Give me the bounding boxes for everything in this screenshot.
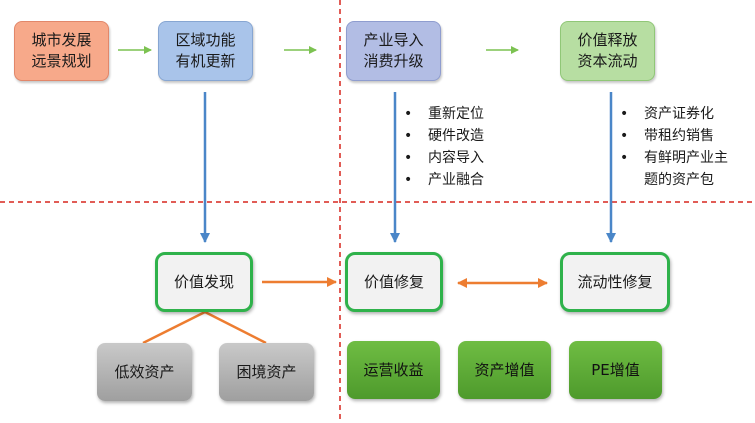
node-pe-appreciation: PE增值 bbox=[569, 341, 662, 399]
bullet-list-repair: 重新定位 硬件改造 内容导入 产业融合 bbox=[402, 103, 532, 191]
node-asset-appreciation: 资产增值 bbox=[458, 341, 551, 399]
node-industry-consumption-upgrade: 产业导入 消费升级 bbox=[346, 21, 441, 81]
bullet-item: 重新定位 bbox=[402, 103, 532, 125]
node-urban-development-planning: 城市发展 远景规划 bbox=[14, 21, 109, 81]
node-liquidity-repair: 流动性修复 bbox=[560, 252, 670, 312]
bullet-item: 带租约销售 bbox=[618, 125, 755, 147]
bullet-item: 有鲜明产业主 题的资产包 bbox=[618, 147, 755, 191]
connector-low-efficiency bbox=[142, 310, 206, 345]
node-value-release-capital-flow: 价值释放 资本流动 bbox=[560, 21, 655, 81]
node-value-discovery: 价值发现 bbox=[155, 252, 253, 312]
bullet-item: 产业融合 bbox=[402, 169, 532, 191]
bullet-item: 硬件改造 bbox=[402, 125, 532, 147]
node-regional-function-renewal: 区域功能 有机更新 bbox=[158, 21, 253, 81]
bullet-item: 资产证券化 bbox=[618, 103, 755, 125]
bullet-item: 内容导入 bbox=[402, 147, 532, 169]
bullet-list-liquidity: 资产证券化 带租约销售 有鲜明产业主 题的资产包 bbox=[618, 103, 755, 191]
node-operating-income: 运营收益 bbox=[347, 341, 440, 399]
node-low-efficiency-assets: 低效资产 bbox=[97, 343, 192, 401]
connector-distressed bbox=[204, 310, 267, 345]
node-value-repair: 价值修复 bbox=[345, 252, 443, 312]
node-distressed-assets: 困境资产 bbox=[219, 343, 314, 401]
